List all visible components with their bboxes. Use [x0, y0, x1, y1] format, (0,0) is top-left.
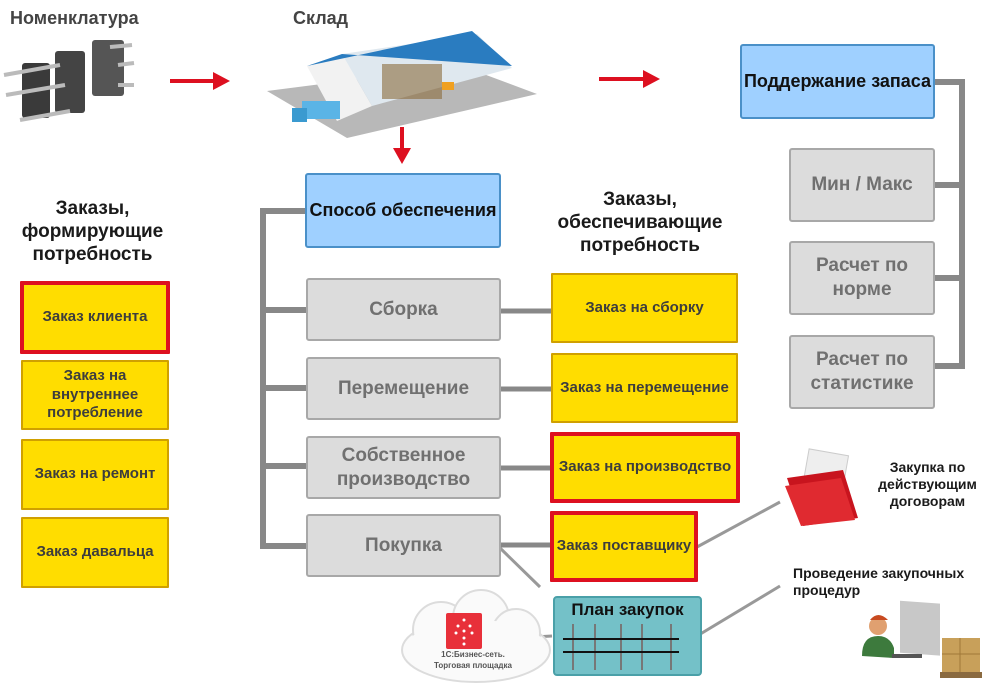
- stock-maintenance-label: Поддержание запаса: [743, 71, 932, 92]
- stock-tree-connector: [934, 79, 965, 369]
- warehouse-label: Склад: [293, 8, 349, 28]
- contracts-purchase-label: Закупка по действующим договорам: [878, 459, 977, 509]
- method-own-production[interactable]: Собственное производство: [306, 436, 501, 499]
- purchasing-person-icon: [862, 600, 982, 678]
- order-production[interactable]: Заказ на производство: [550, 432, 740, 503]
- cloud-label-2: Торговая площадка: [434, 661, 512, 670]
- order-assembly[interactable]: Заказ на сборку: [551, 273, 738, 343]
- method-purchase[interactable]: Покупка: [306, 514, 501, 577]
- supply-method-label: Способ обеспечения: [309, 200, 497, 221]
- method-transfer[interactable]: Перемещение: [306, 357, 501, 420]
- order-supplier-label: Заказ поставщику: [556, 537, 692, 555]
- nomenclature-label: Номенклатура: [10, 8, 139, 28]
- connector-plan-procedures: [696, 584, 781, 638]
- order-transfer[interactable]: Заказ на перемещение: [551, 353, 738, 423]
- stock-minmax-label: Мин / Макс: [811, 174, 913, 196]
- business-network-cloud-icon: [401, 589, 551, 683]
- stock-method-norm[interactable]: Расчет по норме: [789, 241, 935, 315]
- order-transfer-label: Заказ на перемещение: [560, 378, 729, 396]
- warehouse-icon: [267, 31, 537, 138]
- supply-method-box[interactable]: Способ обеспечения: [305, 173, 501, 248]
- method-transfer-label: Перемещение: [337, 377, 470, 399]
- stock-method-statistics[interactable]: Расчет по статистике: [789, 335, 935, 409]
- purchase-plan-label: План закупок: [571, 600, 684, 619]
- order-production-label: Заказ на производство: [558, 458, 732, 476]
- supply-orders-heading: Заказы, обеспечивающие потребность: [557, 189, 723, 256]
- connector-order-contracts: [696, 500, 781, 549]
- stock-method-minmax[interactable]: Мин / Макс: [789, 148, 935, 222]
- method-assembly-label: Сборка: [369, 298, 438, 320]
- method-production-label: Собственное производство: [336, 444, 471, 490]
- order-repair-label: Заказ на ремонт: [34, 465, 156, 483]
- demand-orders-heading: Заказы, формирующие потребность: [21, 198, 164, 265]
- red-folder-icon: [785, 448, 858, 526]
- method-assembly[interactable]: Сборка: [306, 278, 501, 341]
- stock-statistics-label: Расчет по статистике: [810, 349, 914, 394]
- order-internal-consumption[interactable]: Заказ на внутреннее потребление: [21, 360, 169, 430]
- supply-tree-connector: [260, 208, 307, 549]
- order-internal-label: Заказ на внутреннее потребление: [47, 366, 143, 422]
- order-customer-label: Заказ клиента: [42, 308, 148, 326]
- order-assembly-label: Заказ на сборку: [585, 298, 704, 316]
- method-purchase-label: Покупка: [365, 534, 442, 556]
- connector-purchase-plan: [498, 546, 542, 589]
- procedures-label: Проведение закупочных процедур: [793, 565, 965, 598]
- nomenclature-parts-icon: [3, 40, 135, 122]
- order-customer[interactable]: Заказ клиента: [20, 281, 170, 354]
- arrow-down: [393, 127, 411, 164]
- arrow-right-2: [599, 70, 660, 88]
- arrow-right-1: [170, 72, 230, 90]
- purchase-plan-box[interactable]: План закупок: [553, 596, 702, 676]
- order-repair[interactable]: Заказ на ремонт: [21, 439, 169, 510]
- cloud-label-1: 1С:Бизнес-сеть.: [441, 650, 505, 659]
- order-tolling-label: Заказ давальца: [36, 543, 154, 561]
- order-tolling[interactable]: Заказ давальца: [21, 517, 169, 588]
- order-supplier[interactable]: Заказ поставщику: [550, 511, 698, 582]
- stock-maintenance-box[interactable]: Поддержание запаса: [740, 44, 935, 119]
- table-grid-icon: [563, 624, 679, 670]
- stock-norm-label: Расчет по норме: [815, 255, 909, 300]
